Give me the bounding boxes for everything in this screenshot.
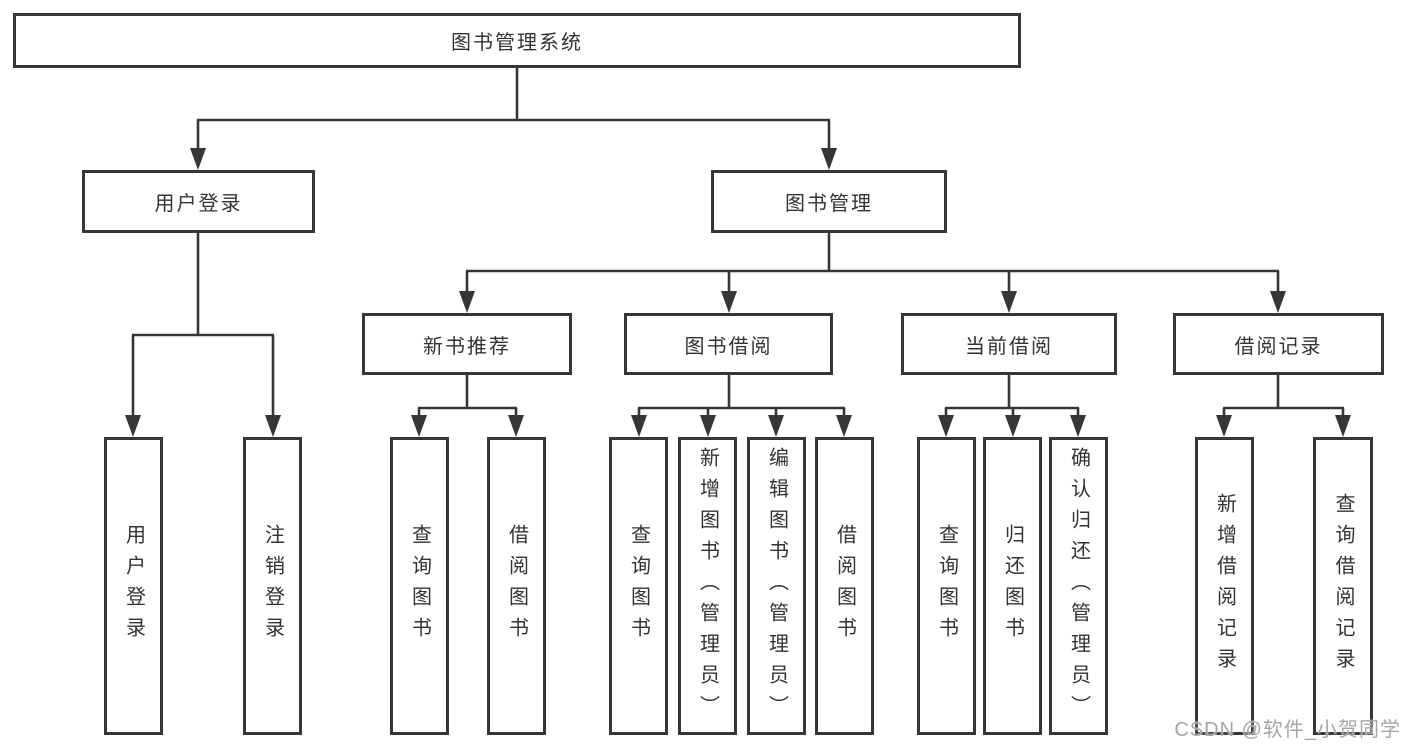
node-leaf-add-books-admin: 新增图书（管理员） bbox=[678, 437, 737, 735]
leaf-label: 查询图书 bbox=[627, 524, 650, 648]
node-current-borrow: 当前借阅 bbox=[901, 313, 1117, 375]
node-borrow-records: 借阅记录 bbox=[1173, 313, 1384, 375]
node-book-borrow: 图书借阅 bbox=[624, 313, 833, 375]
leaf-label: 确认归还（管理员） bbox=[1067, 446, 1090, 726]
node-leaf-query-borrow-record: 查询借阅记录 bbox=[1313, 437, 1373, 735]
node-leaf-query-books-recommend: 查询图书 bbox=[390, 437, 449, 735]
leaf-label: 用户登录 bbox=[122, 524, 145, 648]
leaf-label: 查询图书 bbox=[935, 524, 958, 648]
node-new-book-recommend: 新书推荐 bbox=[362, 313, 572, 375]
node-user-login: 用户登录 bbox=[82, 170, 315, 233]
leaf-label: 查询图书 bbox=[408, 524, 431, 648]
connector-userlogin-to-leaves bbox=[125, 232, 281, 437]
connector-bookmgmt-to-level3 bbox=[459, 232, 1286, 313]
leaf-label: 编辑图书（管理员） bbox=[765, 446, 788, 726]
leaf-label: 新增借阅记录 bbox=[1213, 493, 1236, 679]
connector-bookborrow-to-leaves bbox=[631, 374, 852, 437]
leaf-label: 借阅图书 bbox=[505, 524, 528, 648]
connector-newbook-to-leaves bbox=[411, 374, 524, 437]
leaf-label: 借阅图书 bbox=[833, 524, 856, 648]
connector-currentborrow-to-leaves bbox=[938, 374, 1086, 437]
leaf-label: 归还图书 bbox=[1001, 524, 1024, 648]
node-book-management: 图书管理 bbox=[711, 170, 947, 233]
node-root: 图书管理系统 bbox=[13, 13, 1021, 68]
node-leaf-confirm-return-admin: 确认归还（管理员） bbox=[1049, 437, 1108, 735]
connector-root-to-level2 bbox=[190, 67, 837, 170]
node-leaf-add-borrow-record: 新增借阅记录 bbox=[1195, 437, 1254, 735]
csdn-watermark: CSDN @软件_小贺同学 bbox=[1174, 719, 1401, 741]
leaf-label: 注销登录 bbox=[261, 524, 284, 648]
node-leaf-return-books: 归还图书 bbox=[983, 437, 1042, 735]
leaf-label: 查询借阅记录 bbox=[1332, 493, 1354, 679]
node-leaf-user-login: 用户登录 bbox=[104, 437, 163, 735]
node-leaf-edit-books-admin: 编辑图书（管理员） bbox=[747, 437, 806, 735]
node-leaf-query-books-current: 查询图书 bbox=[917, 437, 976, 735]
node-leaf-borrow-books-recommend: 借阅图书 bbox=[487, 437, 546, 735]
node-leaf-query-books-borrow: 查询图书 bbox=[609, 437, 668, 735]
connector-borrowrecords-to-leaves bbox=[1216, 374, 1351, 437]
node-leaf-borrow-books: 借阅图书 bbox=[815, 437, 874, 735]
node-leaf-logout: 注销登录 bbox=[243, 437, 302, 735]
leaf-label: 新增图书（管理员） bbox=[696, 446, 719, 726]
